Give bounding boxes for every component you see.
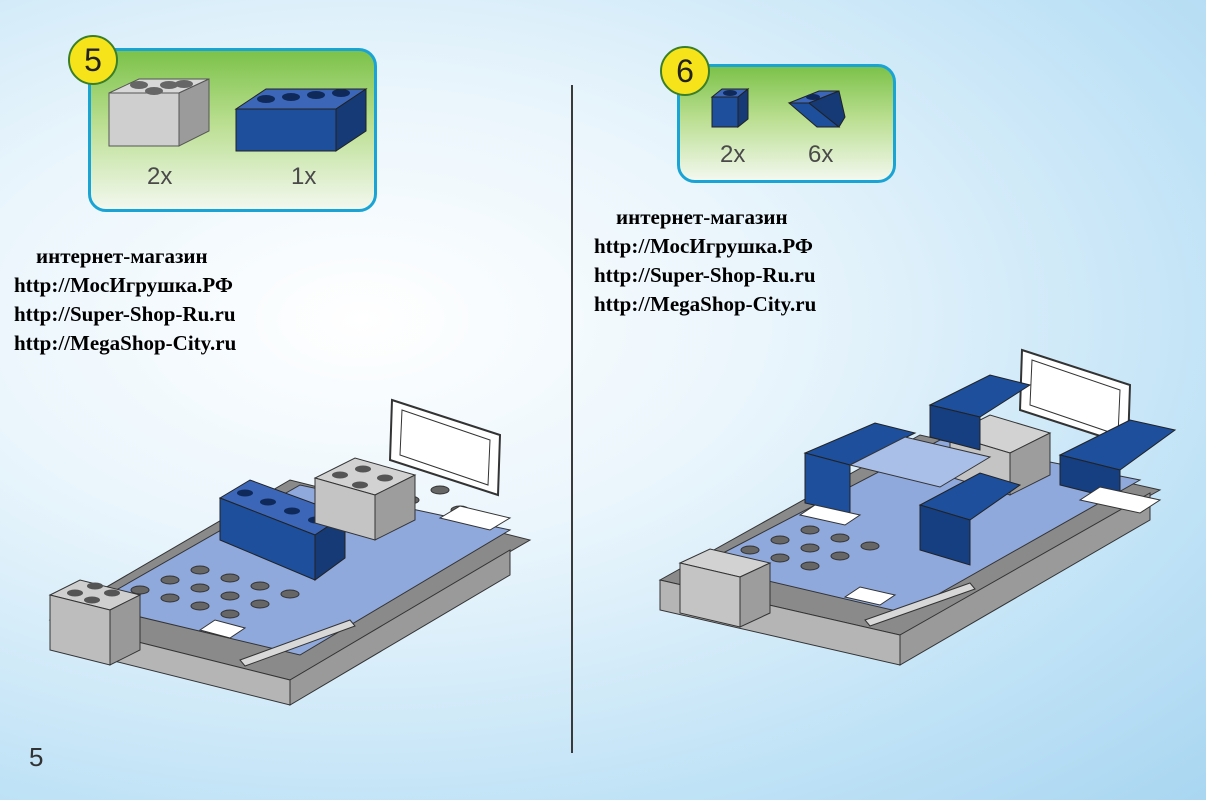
part-quantity: 2x — [720, 141, 746, 168]
promo-right: интернет-магазин http://МосИгрушка.РФ ht… — [594, 203, 816, 319]
promo-left: интернет-магазин http://МосИгрушка.РФ ht… — [14, 242, 236, 358]
part-quantity: 1x — [291, 163, 317, 190]
promo-link[interactable]: http://Super-Shop-Ru.ru — [594, 263, 816, 287]
gray-2x2-brick-icon — [108, 78, 210, 147]
step-6-parts-box: 2x 6x — [677, 64, 896, 183]
step-5-number: 5 — [68, 35, 118, 85]
part-quantity: 6x — [808, 141, 834, 168]
blue-1x2-slope-brick-icon — [787, 90, 846, 128]
step-5-vehicle-model — [48, 398, 532, 706]
page-divider — [571, 85, 573, 753]
step-6-vehicle-model — [658, 348, 1177, 666]
promo-link[interactable]: http://MegaShop-City.ru — [14, 331, 237, 355]
promo-link[interactable]: http://МосИгрушка.РФ — [594, 234, 813, 258]
blue-1x4-brick-icon — [234, 88, 368, 152]
blue-1x1-brick-icon — [710, 87, 750, 129]
promo-link[interactable]: http://MegaShop-City.ru — [594, 292, 817, 316]
part-quantity: 2x — [147, 163, 173, 190]
promo-link[interactable]: http://МосИгрушка.РФ — [14, 273, 233, 297]
page-number: 5 — [29, 742, 44, 772]
promo-line: интернет-магазин — [36, 244, 208, 268]
step-5-parts-box: 2x 1x — [88, 48, 377, 212]
promo-link[interactable]: http://Super-Shop-Ru.ru — [14, 302, 236, 326]
step-6-number: 6 — [660, 46, 710, 96]
promo-line: интернет-магазин — [616, 205, 788, 229]
